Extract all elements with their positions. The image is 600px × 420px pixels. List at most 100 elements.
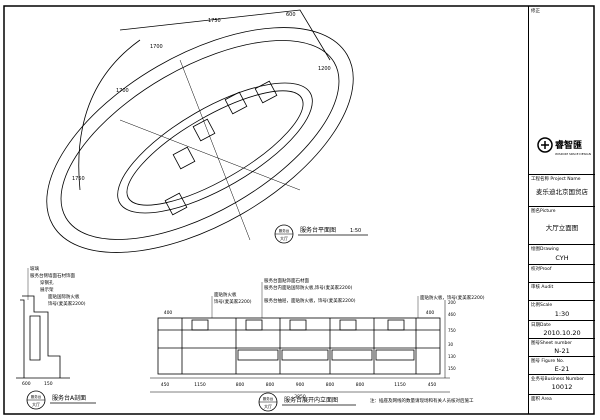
picture-name: 大厅立面图 bbox=[545, 224, 579, 232]
plan-counter-box bbox=[224, 91, 248, 115]
plan-outer-ellipse bbox=[46, 27, 354, 253]
section-dim: 600 bbox=[22, 381, 31, 387]
section-shelf bbox=[29, 315, 41, 361]
logo-text: 睿智匯 bbox=[555, 139, 582, 151]
project-label: 工程名称 Project Name bbox=[531, 177, 581, 182]
section-outline-2 bbox=[20, 299, 25, 378]
elevation-drawer bbox=[375, 349, 415, 361]
date-value: 2010.10.20 bbox=[543, 329, 581, 337]
elevation-monitor bbox=[191, 319, 209, 331]
elevation-monitor bbox=[387, 319, 405, 331]
plan-counter-box bbox=[254, 80, 278, 104]
elevation-drawer bbox=[331, 349, 373, 361]
elevation-drawer bbox=[281, 349, 329, 361]
section-note: 面贴国际防火板 bbox=[48, 293, 80, 300]
elev-dim: 800 bbox=[236, 382, 245, 388]
elevation-callout: 面贴防火板，饰号(麦美家2200) bbox=[420, 294, 485, 301]
elev-dim: 800 bbox=[266, 382, 275, 388]
plan-dim-label: 1750 bbox=[72, 176, 85, 182]
project-name: 麦乐迪北京国贸店 bbox=[536, 188, 588, 196]
elevation-monitor bbox=[289, 319, 307, 331]
elevation-callout: 服务台抽屉，面贴防火板，饰号(麦美家2200) bbox=[264, 297, 356, 304]
elevation-callout: 面贴防火板 bbox=[214, 291, 237, 298]
figure-label: 图号 Figure No. bbox=[531, 359, 565, 364]
section-dim: 150 bbox=[44, 381, 53, 387]
section-tag-bottom: 大厅 bbox=[32, 401, 40, 407]
logo-icon: 睿智匯 WISDOM SPACE DESIGN bbox=[537, 137, 591, 156]
elev-side-dim: 30 bbox=[448, 342, 454, 347]
elevation-label: 服务台 大厅 服务台展开内立面图 注：插座及网线的数量请现场和有关人员核对后施工 bbox=[258, 392, 474, 412]
elev-overall-dim: 3850 bbox=[294, 394, 306, 400]
plan-inner-ellipse-2 bbox=[126, 90, 304, 206]
elev-side-dim: 750 bbox=[448, 328, 456, 333]
revision-label: 修正 bbox=[531, 9, 540, 14]
plan-inner-ellipse bbox=[117, 82, 313, 214]
section-note: 玻璃 bbox=[30, 265, 39, 272]
section-note: 穿钢孔 bbox=[40, 279, 54, 286]
elevation-callout: 服务台内面贴国际防火板,饰号(麦美家2200) bbox=[264, 284, 353, 291]
plan-dimension-line bbox=[119, 9, 331, 61]
audit-label: 审核 Audit bbox=[531, 285, 554, 290]
sheet-value: N-21 bbox=[554, 347, 570, 355]
elev-dim-top: 400 bbox=[164, 310, 173, 316]
section-tag-top: 服务台 bbox=[31, 394, 42, 399]
company-logo: 睿智匯 WISDOM SPACE DESIGN bbox=[535, 134, 591, 160]
drawing-label: 绘图Drawing bbox=[531, 247, 559, 252]
elevation-tag-bottom: 大厅 bbox=[264, 403, 272, 409]
sheet-label: 图号Sheet number bbox=[531, 341, 573, 346]
plan-tag-top: 服务台 bbox=[279, 228, 290, 233]
elevation-dimensions: 450 1150 800 800 900 800 800 1150 450 38… bbox=[161, 310, 437, 400]
elevation-callouts: 面贴防火板 饰号(麦美家2200) 服务台面贴饰面石材面 服务台内面贴国际防火板… bbox=[211, 277, 485, 318]
plan-tag-bottom: 大厅 bbox=[280, 235, 288, 241]
elev-side-dim: 200 bbox=[448, 300, 456, 305]
elev-side-dim: 150 bbox=[448, 366, 456, 371]
elevation-tag-top: 服务台 bbox=[263, 396, 274, 401]
date-label: 日期Date bbox=[531, 323, 551, 328]
elev-side-dim: 130 bbox=[448, 354, 456, 359]
plan-dim-label: 1200 bbox=[318, 66, 331, 72]
section-notes: 玻璃 服务台侧墙面石材饰面 穿钢孔 展示架 面贴国际防火板 饰号(麦美家2200… bbox=[22, 265, 86, 387]
elevation-callout: 服务台面贴饰面石材面 bbox=[264, 277, 309, 284]
drawing-by: CYH bbox=[555, 254, 569, 262]
elev-dim-top: 400 bbox=[426, 310, 435, 316]
section-label: 服务台 大厅 服务台A剖面 bbox=[26, 390, 96, 410]
section-note: 展示架 bbox=[40, 287, 54, 293]
elevation-note: 注：插座及网线的数量请现场和有关人员核对后施工 bbox=[370, 397, 474, 404]
plan-dimension-arc bbox=[78, 39, 141, 191]
elevation-callout: 饰号(麦美家2200) bbox=[214, 298, 252, 305]
section-note: 服务台侧墙面石材饰面 bbox=[30, 272, 75, 279]
figure-value: E-21 bbox=[554, 365, 570, 373]
elevation-monitor bbox=[339, 319, 357, 331]
scale-label: 比例Scale bbox=[531, 303, 553, 308]
elev-dim: 900 bbox=[296, 382, 305, 388]
elevation-drawer bbox=[237, 349, 279, 361]
drawing-frame bbox=[3, 5, 595, 415]
business-label: 业务号Business Number bbox=[531, 377, 584, 382]
logo-subtext: WISDOM SPACE DESIGN bbox=[555, 152, 591, 156]
plan-scale: 1:50 bbox=[350, 228, 361, 234]
elevation-title: 服务台展开内立面图 bbox=[284, 396, 338, 404]
elevation-monitor bbox=[245, 319, 263, 331]
plan-outer-ellipse-inner bbox=[60, 40, 340, 240]
scale-value: 1:30 bbox=[554, 310, 570, 318]
plan-counter-box bbox=[164, 192, 188, 216]
proof-label: 校对Proof bbox=[531, 267, 552, 272]
plan-dim-label: 1700 bbox=[150, 44, 163, 50]
title-block: 修正 睿智匯 WISDOM SPACE DESIGN 工程名称 Project … bbox=[528, 6, 595, 414]
elev-dim: 450 bbox=[161, 382, 170, 388]
section-outline bbox=[22, 295, 61, 378]
plan-dim-label: 600 bbox=[286, 12, 296, 18]
elev-side-dim: 460 bbox=[448, 312, 456, 317]
plan-counter-box bbox=[192, 118, 216, 142]
picture-label: 图名Picture bbox=[531, 209, 556, 214]
section-title: 服务台A剖面 bbox=[52, 394, 86, 402]
plan-label: 服务台 大厅 服务台平面图 1:50 bbox=[274, 224, 368, 244]
elev-dim: 1150 bbox=[194, 382, 206, 388]
section-view bbox=[16, 295, 70, 379]
plan-axis-line bbox=[119, 119, 301, 191]
plan-axis-line-2 bbox=[179, 59, 251, 241]
elev-dim: 450 bbox=[428, 382, 437, 388]
plan-counter-box bbox=[172, 146, 196, 170]
plan-dim-label: 1750 bbox=[208, 18, 221, 24]
